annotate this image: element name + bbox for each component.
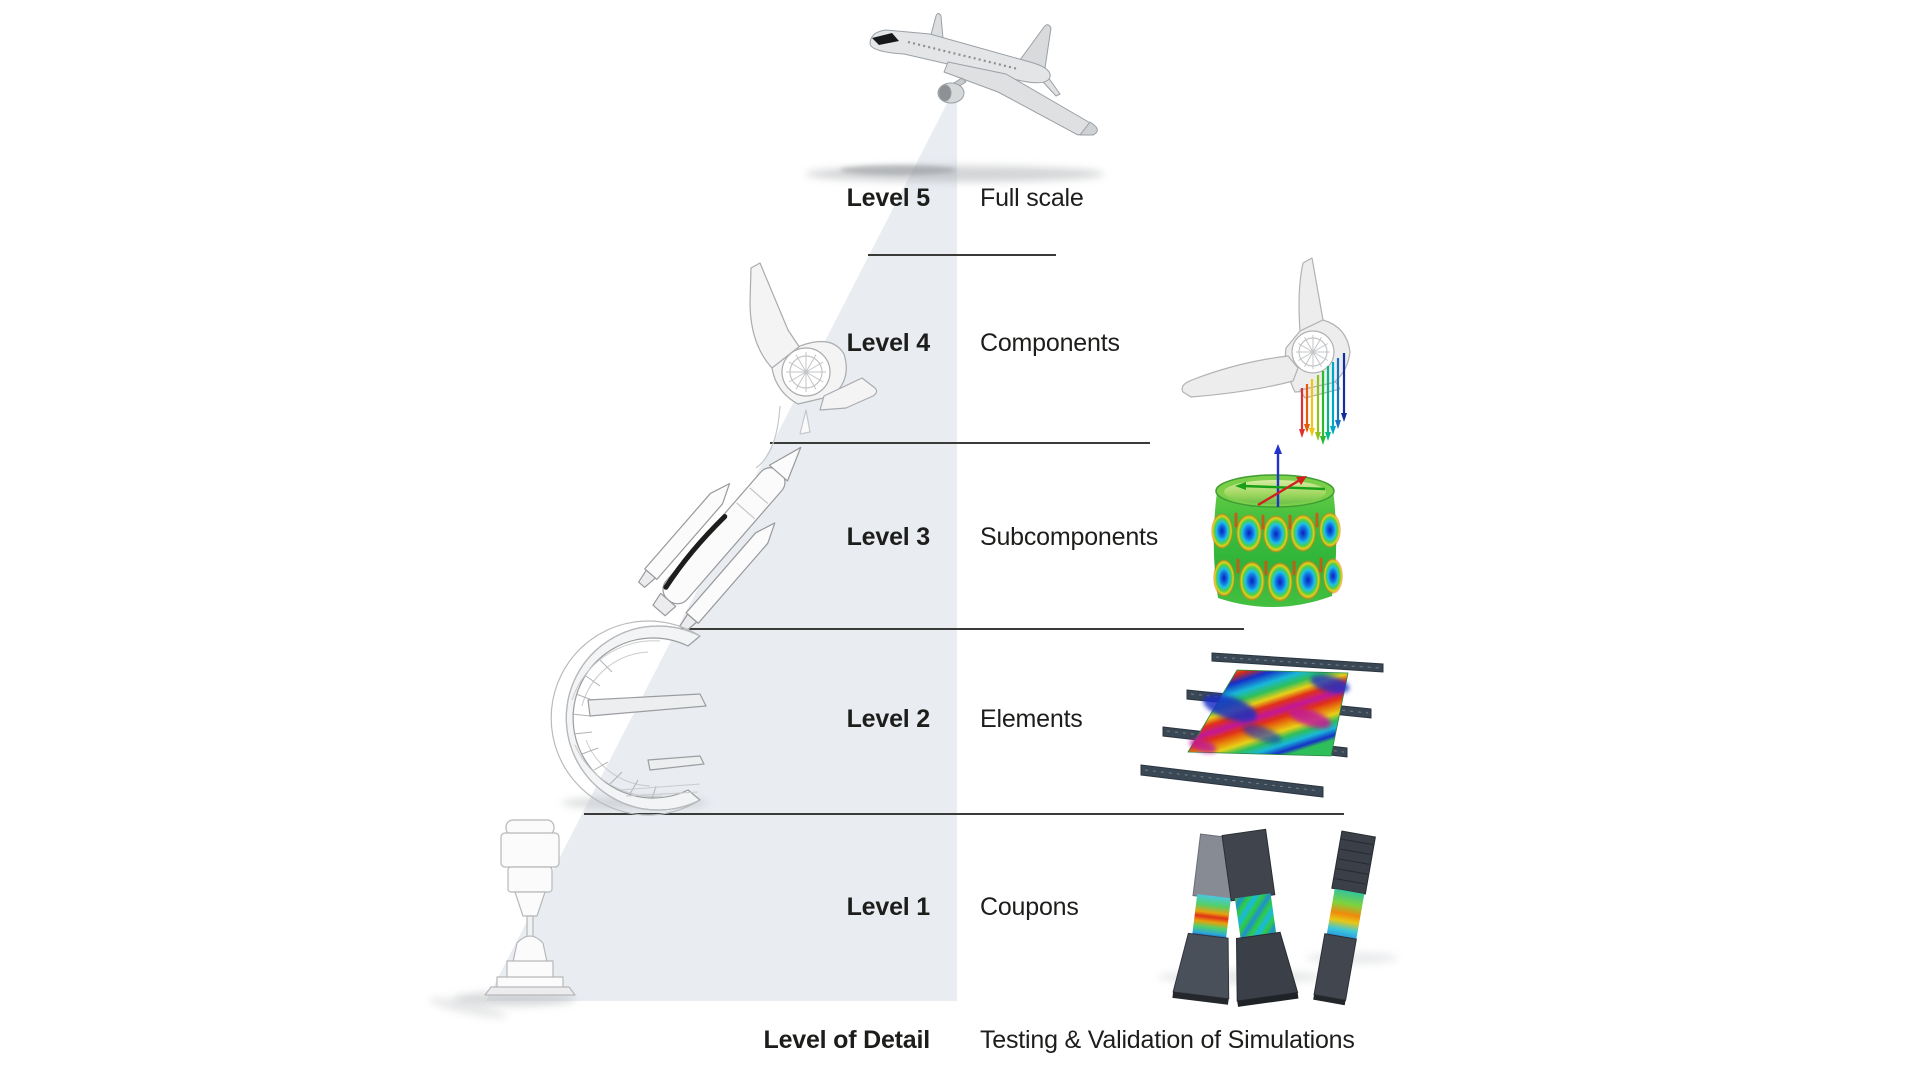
- level-3-description: Subcomponents: [980, 523, 1159, 551]
- level-4-label: Level 4: [846, 329, 931, 357]
- footer-axis-label: Level of Detail: [763, 1026, 931, 1054]
- level-2-description: Elements: [980, 705, 1083, 733]
- component-simulation-wing-load-vectors: [1181, 257, 1351, 445]
- component-wing-fan-assembly-illustration: [749, 262, 878, 469]
- element-simulation-shear-panel: [1140, 652, 1384, 798]
- subcomponent-simulation-buckled-cylinder: [1211, 444, 1343, 608]
- level-5-label: Level 5: [846, 184, 931, 212]
- subcomponent-launcher-illustration: [638, 446, 802, 632]
- level-row-3: Level 3 Subcomponents: [0, 519, 1920, 555]
- level-5-description: Full scale: [980, 184, 1084, 212]
- footer-description: Testing & Validation of Simulations: [980, 1026, 1355, 1054]
- aircraft-shadow: [805, 165, 1105, 182]
- machine-shadow: [428, 992, 576, 1019]
- level-3-label: Level 3: [846, 523, 931, 551]
- level-row-5: Level 5 Full scale: [0, 180, 1920, 216]
- element-curved-panel-illustration: [550, 620, 707, 816]
- level-1-label: Level 1: [846, 893, 931, 921]
- coupon-test-machine-illustration: [484, 819, 576, 996]
- level-4-description: Components: [980, 329, 1120, 357]
- level-divider-lines: [584, 254, 1344, 815]
- level-row-2: Level 2 Elements: [0, 701, 1920, 737]
- level-row-1: Level 1 Coupons: [0, 889, 1920, 925]
- coupon-simulation-specimens: [1158, 828, 1398, 1007]
- coupon-specimen-right: [1313, 830, 1376, 1006]
- coupon-specimen-middle: [1221, 828, 1299, 1007]
- full-scale-aircraft-illustration: [869, 13, 1098, 136]
- level-2-label: Level 2: [846, 705, 931, 733]
- footer-row: Level of Detail Testing & Validation of …: [0, 1022, 1920, 1058]
- load-vector-arrows: [1299, 353, 1347, 445]
- level-row-4: Level 4 Components: [0, 325, 1920, 361]
- panel-contour-blobs: [1189, 674, 1350, 754]
- buckling-dimples: [1211, 512, 1343, 602]
- coordinate-axes: [1235, 444, 1326, 507]
- level-1-description: Coupons: [980, 893, 1079, 921]
